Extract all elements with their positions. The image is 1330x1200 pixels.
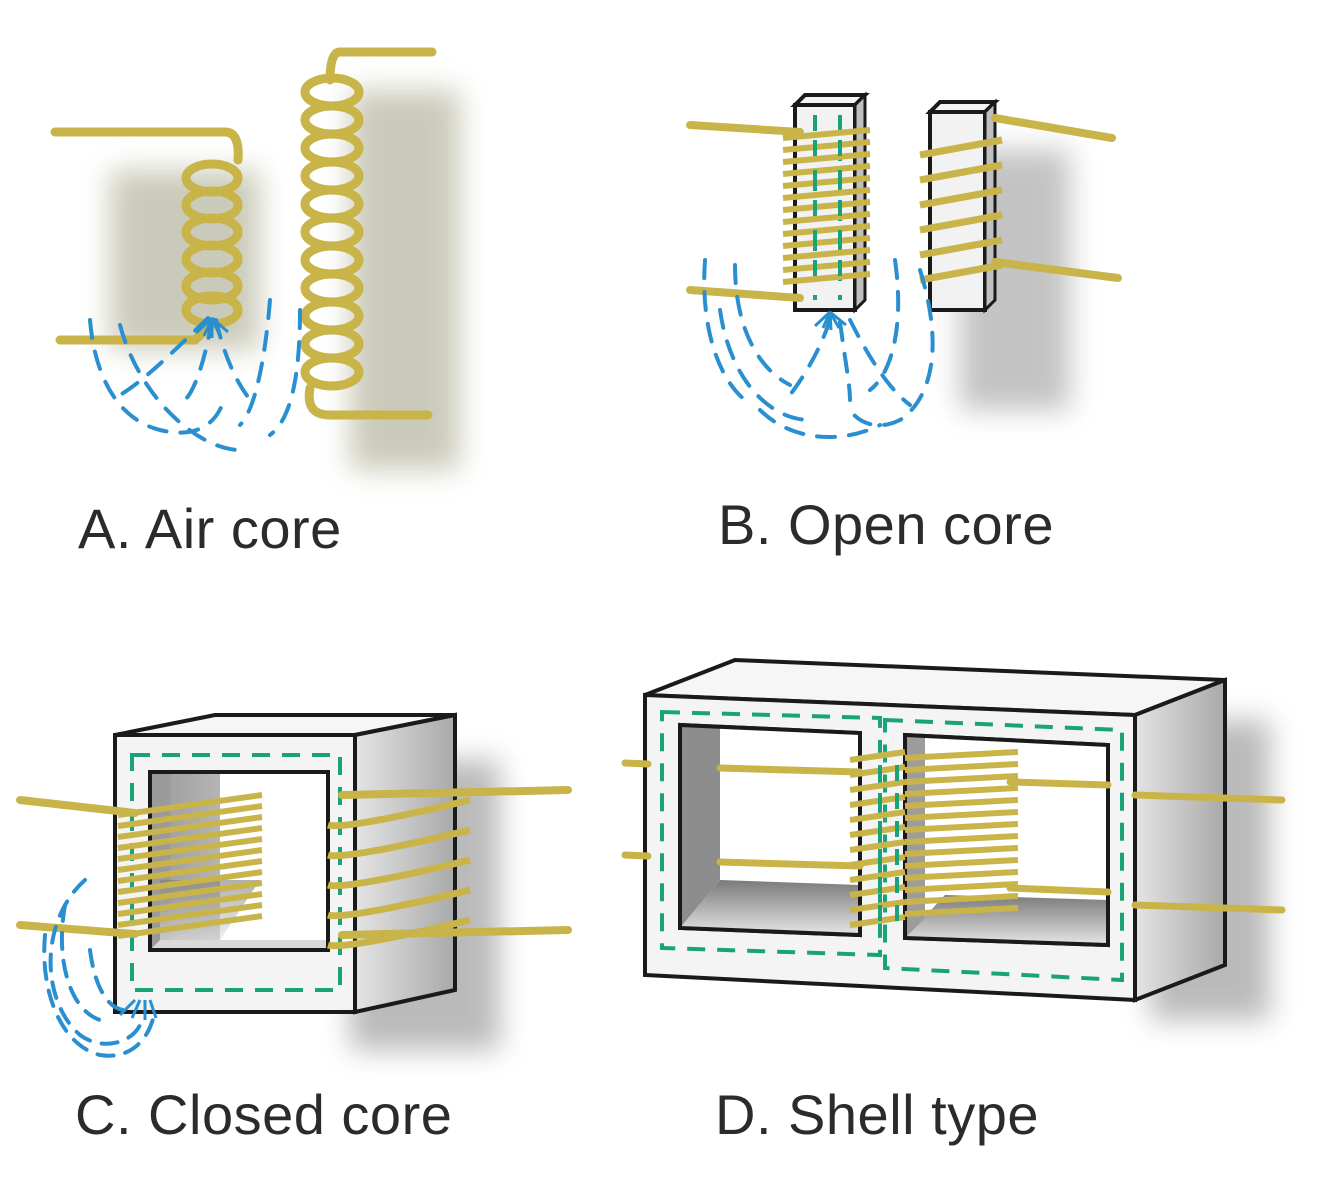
closed-core-leads <box>16 786 572 939</box>
caption-air-core: A. Air core <box>78 497 342 560</box>
primary-winding <box>849 749 906 928</box>
flux-burst <box>118 998 158 1020</box>
panel-closed-core <box>16 712 572 1058</box>
caption-closed-core: C. Closed core <box>75 1083 453 1146</box>
leakage-flux-lines <box>42 878 157 1058</box>
open-core-leads <box>686 114 1122 302</box>
shell-type-leads <box>621 759 1286 914</box>
primary-winding <box>782 127 871 285</box>
secondary-winding <box>904 749 1019 917</box>
leakage-flux-lines <box>702 258 935 439</box>
secondary-coil <box>300 47 437 420</box>
secondary-winding <box>327 796 471 950</box>
secondary-winding <box>919 136 1003 284</box>
flux-burst <box>194 316 229 338</box>
flux-burst <box>813 310 847 331</box>
core-side-face <box>1133 677 1227 1003</box>
caption-shell-type: D. Shell type <box>715 1083 1039 1146</box>
primary-coil <box>50 127 243 345</box>
core-flux-path <box>660 709 1124 983</box>
panel-shell-type <box>621 657 1286 1020</box>
panel-air-core <box>50 47 460 470</box>
caption-open-core: B. Open core <box>718 493 1054 556</box>
primary-winding <box>117 792 263 939</box>
panel-open-core <box>686 91 1122 439</box>
